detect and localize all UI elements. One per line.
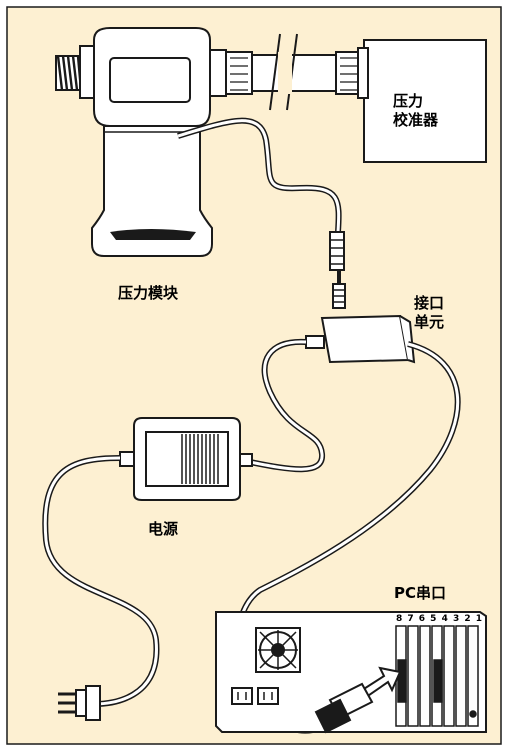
- vent-slots: [181, 434, 219, 484]
- pressure-module: [55, 27, 213, 257]
- interface-unit-label-line1: 接口: [414, 294, 445, 312]
- interface-unit-label-line2: 单元: [414, 313, 445, 331]
- expansion-slots: [395, 625, 479, 727]
- pressure-calibrator-label-line1: 压力: [393, 92, 424, 110]
- power-link-cable: [249, 338, 325, 473]
- power-supply-label: 电源: [148, 520, 179, 538]
- power-cord: [42, 455, 160, 707]
- power-plug-icon: [58, 685, 101, 721]
- pressure-module-label: 压力模块: [118, 284, 179, 302]
- pc-serial-port-label: PC串口: [394, 584, 447, 602]
- frame-outline: [6, 6, 502, 745]
- pressure-calibrator-label: 压力 校准器: [393, 92, 438, 130]
- pressure-calibrator: [363, 39, 487, 163]
- fan-icon: [255, 627, 301, 673]
- pressure-calibrator-label-line2: 校准器: [393, 111, 439, 129]
- pressure-hose: [205, 33, 369, 111]
- power-supply: [119, 417, 253, 501]
- slot-numbers: 8 7 6 5 4 3 2 1: [396, 614, 484, 624]
- interface-unit: [305, 314, 416, 364]
- serial-connector: [314, 682, 374, 734]
- interface-unit-label: 接口 单元: [414, 294, 444, 332]
- module-cable: [177, 117, 346, 309]
- pc-case: [215, 611, 487, 733]
